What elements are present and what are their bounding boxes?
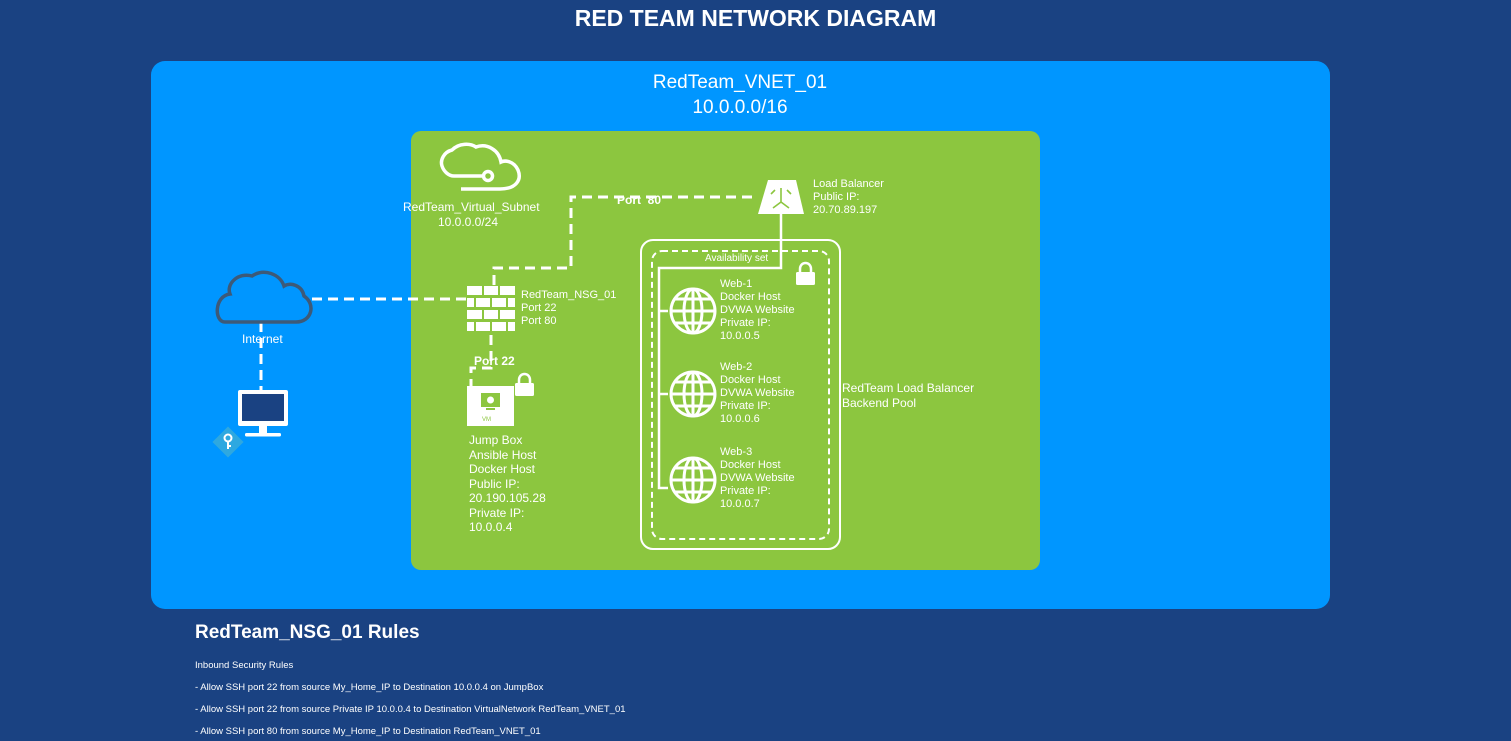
web-3-ip-label: Private IP: [720, 485, 771, 497]
web-2-globe-icon [669, 370, 717, 418]
availability-set-outer [640, 239, 841, 550]
nsg-port-22: Port 22 [521, 302, 557, 314]
subnet-cloud-icon [439, 142, 521, 191]
web-2-ip-label: Private IP: [720, 400, 771, 412]
jumpbox-line-6: Private IP: [469, 505, 525, 520]
web-3-role: Docker Host [720, 459, 781, 471]
vnet-label: RedTeam_VNET_01 10.0.0.0/16 [600, 70, 880, 120]
web-1-globe-icon [669, 287, 717, 335]
web-1-label: Web-1 Docker Host DVWA Website Private I… [720, 278, 795, 343]
internet-label: Internet [242, 332, 283, 346]
web-3-label: Web-3 Docker Host DVWA Website Private I… [720, 446, 795, 511]
lb-public-ip-label: Public IP: [813, 191, 860, 203]
web-3-ip: 10.0.0.7 [720, 498, 760, 510]
load-balancer-icon [758, 180, 804, 214]
subnet-name: RedTeam_Virtual_Subnet [403, 200, 540, 214]
lb-title: Load Balancer [813, 178, 884, 190]
web-3-globe-icon [669, 456, 717, 504]
rules-subheading: Inbound Security Rules [195, 660, 294, 671]
web-2-role: Docker Host [720, 374, 781, 386]
web-3-site: DVWA Website [720, 472, 795, 484]
rule-item-2: - Allow SSH port 22 from source Private … [195, 704, 626, 715]
nsg-jumpbox-connection [469, 335, 493, 386]
key-badge-icon [212, 426, 244, 458]
jumpbox-label: Jump Box Ansible Host Docker Host Public… [469, 433, 546, 535]
vm-icon [467, 386, 514, 426]
backend-pool-line-1: RedTeam Load Balancer [842, 381, 975, 395]
jumpbox-lock-icon [515, 372, 534, 396]
web-1-ip-label: Private IP: [720, 317, 771, 329]
rule-item-1: - Allow SSH port 22 from source My_Home_… [195, 682, 544, 693]
web-2-ip: 10.0.0.6 [720, 413, 760, 425]
lb-public-ip: 20.70.89.197 [813, 204, 878, 216]
web-1-role: Docker Host [720, 291, 781, 303]
nsg-name: RedTeam_NSG_01 [521, 289, 617, 301]
jumpbox-line-7: 10.0.0.4 [469, 520, 513, 534]
rules-heading: RedTeam_NSG_01 Rules [195, 622, 420, 643]
jumpbox-line-5: 20.190.105.28 [469, 491, 546, 505]
nsg-port-80: Port 80 [521, 315, 557, 327]
vm-label: VM [482, 417, 491, 423]
rule-item-3: - Allow SSH port 80 from source My_Home_… [195, 726, 541, 737]
nsg-lb-connection [492, 195, 758, 285]
internet-cloud-icon [215, 270, 313, 324]
diagram-title: RED TEAM NETWORK DIAGRAM [574, 5, 937, 31]
subnet-container [411, 131, 1040, 570]
lb-backend-connection [657, 214, 783, 490]
computer-icon [238, 390, 288, 437]
nsg-label: RedTeam_NSG_01 Port 22 Port 80 [521, 289, 616, 328]
web-1-site: DVWA Website [720, 304, 795, 316]
jumpbox-line-4: Public IP: [469, 476, 520, 491]
subnet-label: RedTeam_Virtual_Subnet 10.0.0.0/24 [403, 200, 540, 229]
port-22-label: Port 22 [474, 354, 515, 368]
availability-lock-icon [796, 261, 815, 285]
port-80-label: Port 80 [617, 193, 662, 207]
load-balancer-label: Load Balancer Public IP: 20.70.89.197 [813, 178, 884, 217]
firewall-icon [467, 286, 515, 331]
availability-set-inner [651, 250, 830, 540]
web-1-name: Web-1 [720, 278, 753, 290]
web-2-name: Web-2 [720, 361, 753, 373]
jumpbox-line-2: Ansible Host [469, 447, 537, 462]
web-3-name: Web-3 [720, 446, 753, 458]
jumpbox-line-3: Docker Host [469, 462, 536, 476]
backend-pool-line-2: Backend Pool [842, 395, 917, 410]
jumpbox-line-1: Jump Box [469, 433, 523, 447]
availability-set-label: Availability set [705, 253, 769, 264]
web-1-ip: 10.0.0.5 [720, 330, 760, 342]
vnet-name: RedTeam_VNET_01 [652, 72, 828, 93]
web-2-site: DVWA Website [720, 387, 795, 399]
vnet-cidr: 10.0.0.0/16 [692, 97, 788, 118]
backend-pool-label: RedTeam Load Balancer Backend Pool [842, 381, 974, 410]
web-2-label: Web-2 Docker Host DVWA Website Private I… [720, 361, 795, 426]
subnet-cidr: 10.0.0.0/24 [437, 214, 499, 229]
